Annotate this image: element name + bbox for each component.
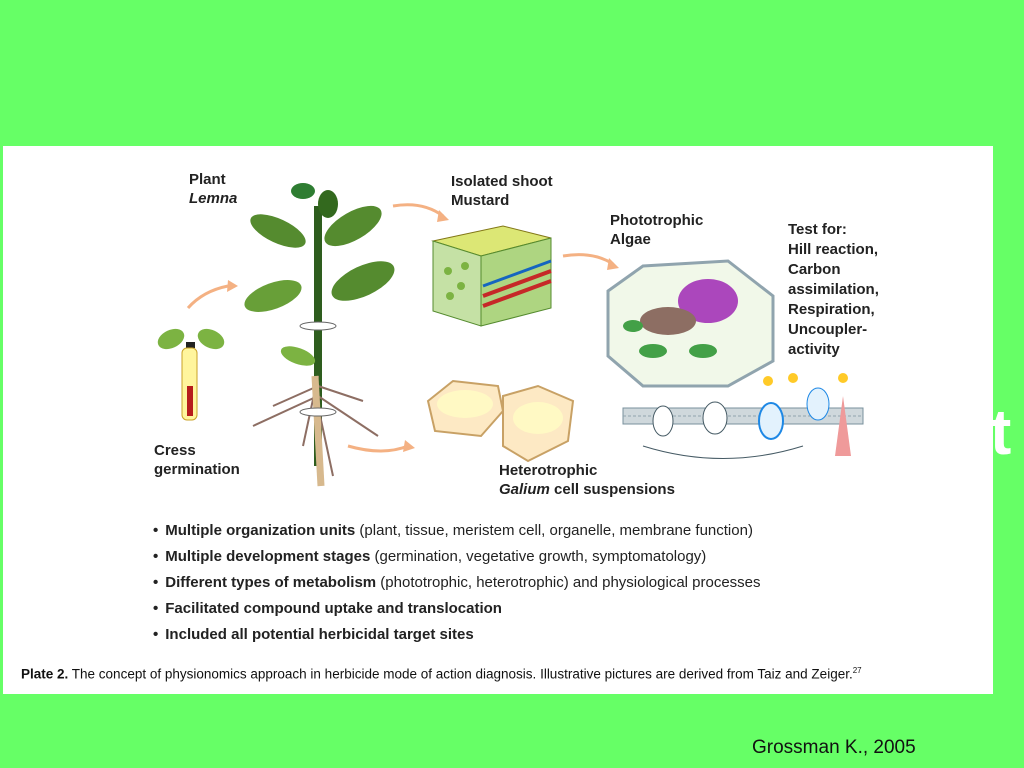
background-title-fragment: t — [990, 396, 1012, 468]
bullet-item: Multiple development stages (germination… — [153, 544, 761, 570]
label-plant: Plant Lemna — [189, 171, 238, 207]
label-cress-germination: Cress germination — [154, 442, 240, 478]
figure-caption: Plate 2. The concept of physionomics app… — [21, 666, 862, 682]
figure-plate: Plant Lemna Isolated shoot Mustard Photo… — [3, 146, 993, 694]
label-test-for: Test for: Hill reaction, Carbon assimila… — [788, 221, 879, 358]
bullet-list: Multiple organization units (plant, tiss… — [153, 518, 761, 648]
bullet-item: Multiple organization units (plant, tiss… — [153, 518, 761, 544]
membrane-illustration — [622, 373, 864, 459]
citation-credit: Grossman K., 2005 — [752, 737, 916, 758]
leaf-section-illustration — [431, 225, 552, 327]
bullet-item: Different types of metabolism (phototrop… — [153, 570, 760, 596]
label-isolated-shoot: Isolated shoot Mustard — [451, 173, 553, 209]
cress-seedling-illustration — [157, 328, 225, 421]
figure-illustration — [157, 183, 864, 487]
algae-cell-illustration — [606, 259, 775, 388]
bullet-item: Facilitated compound uptake and transloc… — [153, 596, 761, 622]
bullet-item: Included all potential herbicidal target… — [153, 622, 761, 648]
plant-illustration — [244, 183, 395, 487]
label-phototrophic-algae: Phototrophic Algae — [610, 212, 704, 248]
cell-suspension-illustration — [426, 379, 575, 463]
label-heterotrophic: Heterotrophic Galium cell suspensions — [499, 462, 675, 498]
